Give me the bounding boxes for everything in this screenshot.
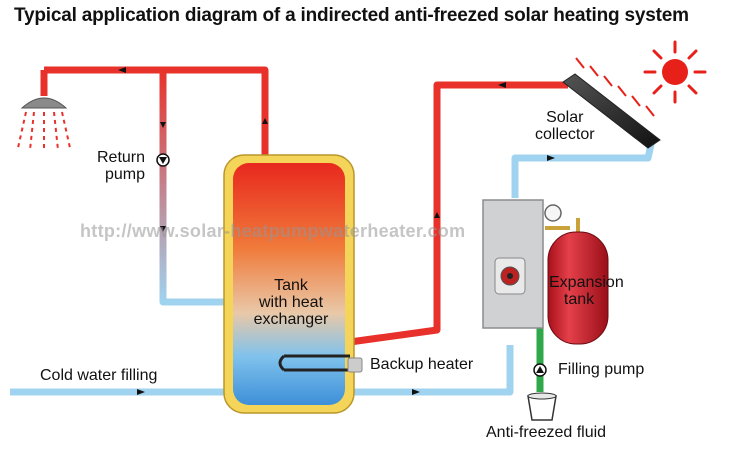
- return-pump-icon: [156, 153, 170, 167]
- expansion-tank: [547, 218, 609, 345]
- return-pipe: [159, 70, 230, 306]
- collector-return-pipe: [511, 139, 656, 198]
- flow-arrow: [118, 67, 126, 73]
- filling-pipe: [518, 318, 544, 392]
- collector-supply-pipe: [350, 345, 514, 396]
- tank-label-line: Tank: [274, 277, 308, 294]
- tank-label: Tank with heat exchanger: [241, 277, 341, 328]
- diagram-title: Typical application diagram of a indirec…: [14, 5, 689, 26]
- tank-label-line: exchanger: [253, 310, 329, 328]
- fluid-bucket-icon: [527, 392, 557, 421]
- return-pump-label-line: pump: [105, 165, 146, 183]
- solar-collector: [562, 73, 661, 149]
- flow-arrow: [160, 226, 166, 232]
- shower-icon: [17, 70, 71, 151]
- filling-pump-label: Filling pump: [558, 361, 645, 378]
- watermark: http://www.solar-heatpumpwaterheater.com: [80, 221, 466, 241]
- flow-arrow: [160, 122, 166, 128]
- expansion-tank-label-line: tank: [563, 290, 595, 308]
- storage-tank: [223, 154, 355, 414]
- flow-arrow: [498, 82, 506, 88]
- anti-freezed-fluid-label: Anti-freezed fluid: [486, 424, 607, 441]
- sun-icon: [643, 40, 707, 104]
- return-pump-label: Return pump: [97, 149, 146, 184]
- backup-heater-icon: [347, 357, 363, 373]
- cold-water-filling-label: Cold water filling: [40, 367, 158, 384]
- backup-heater-label: Backup heater: [370, 356, 474, 373]
- solar-collector-label-line: collector: [535, 125, 595, 143]
- flow-arrow: [547, 155, 555, 161]
- flow-arrow: [434, 212, 440, 218]
- expansion-tank-label: Expansion tank: [549, 274, 624, 309]
- flow-arrows: [118, 67, 555, 395]
- expansion-tank-label-line: Expansion: [549, 274, 624, 291]
- flow-arrow: [137, 389, 145, 395]
- flow-arrow: [262, 118, 268, 124]
- solar-collector-label: Solar collector: [535, 109, 595, 144]
- hot-water-pipe: [44, 66, 269, 155]
- sunlight-rays-icon: [575, 57, 655, 117]
- filling-pump-icon: [533, 363, 547, 377]
- return-pump-label-line: Return: [97, 149, 146, 166]
- tank-label-line: with heat: [258, 293, 324, 311]
- solar-collector-label-line: Solar: [546, 109, 584, 126]
- flow-arrow: [412, 389, 420, 395]
- pump-station: [482, 199, 570, 329]
